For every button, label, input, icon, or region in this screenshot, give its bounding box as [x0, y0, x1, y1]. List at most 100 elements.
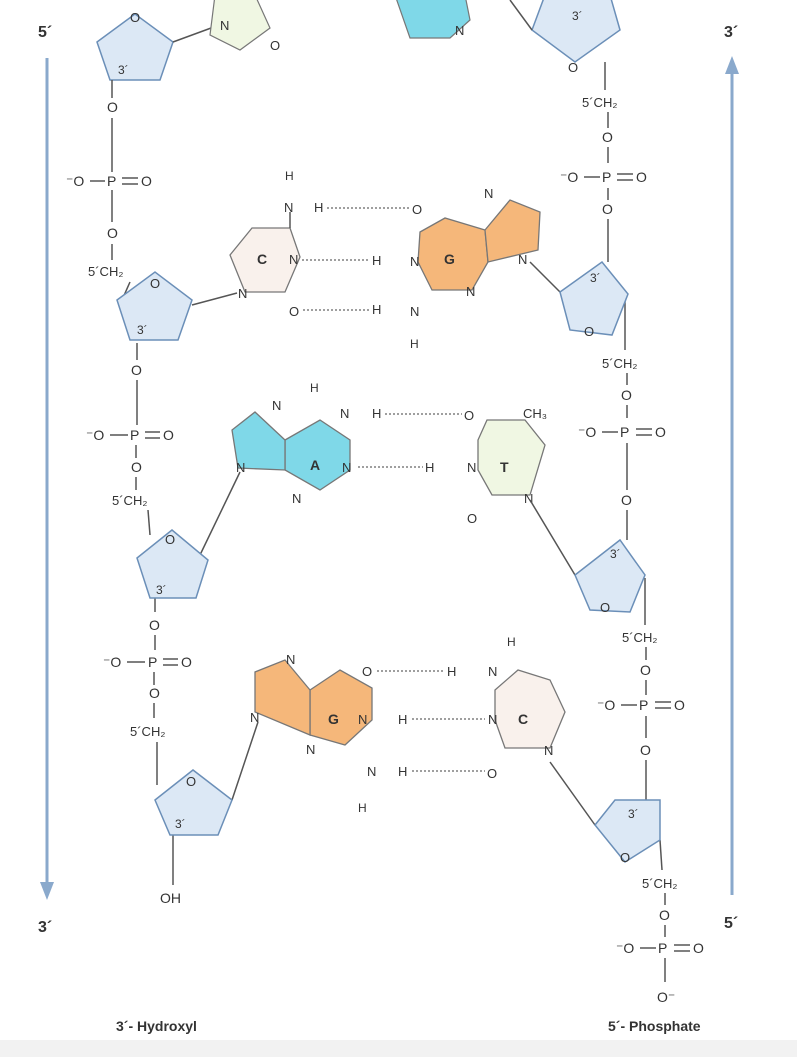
atom-n: N — [488, 664, 497, 679]
phosphate-o-minus: ⁻O — [560, 169, 578, 185]
phosphorus: P — [639, 697, 648, 713]
base-pair-g-c: G N N N N O N H H H H C N N H O N O 3´ 3… — [154, 635, 661, 865]
ring-oxygen: O — [150, 276, 160, 291]
atom-n: N — [236, 460, 245, 475]
sugar-3prime: 3´ — [118, 63, 129, 77]
phosphorus: P — [130, 427, 139, 443]
atom-n: N — [284, 200, 293, 215]
ester-oxygen: O — [149, 685, 160, 701]
ester-oxygen: O — [149, 617, 160, 633]
ester-oxygen: O — [131, 362, 142, 378]
atom-h: H — [398, 764, 407, 779]
ester-oxygen: O — [621, 387, 632, 403]
phosphate-o-minus: ⁻O — [578, 424, 596, 440]
cytosine-ring — [494, 669, 566, 749]
phosphate-double-o: O — [141, 173, 152, 189]
guanine-ring — [309, 669, 373, 746]
atom-o: O — [412, 202, 422, 217]
left-5prime-end: 5´ — [38, 24, 52, 41]
atom-n: N — [488, 712, 497, 727]
right-5prime-end: 5´ — [724, 915, 738, 932]
caption-3prime-hydroxyl: 3´- Hydroxyl — [116, 1018, 197, 1034]
phosphorus: P — [658, 940, 667, 956]
ester-oxygen: O — [602, 129, 613, 145]
atom-o: O — [362, 664, 372, 679]
left-strand-arrow — [40, 58, 54, 900]
sugar-ring — [136, 529, 209, 599]
phosphate-double-o: O — [655, 424, 666, 440]
atom-h: H — [310, 381, 319, 395]
ring-oxygen: O — [130, 10, 140, 25]
phosphorus: P — [107, 173, 116, 189]
atom-n: N — [306, 742, 315, 757]
terminal-hydroxyl: OH — [160, 890, 181, 906]
atom-n: N — [455, 23, 464, 38]
atom-h: H — [358, 801, 367, 815]
phosphate-double-o: O — [674, 697, 685, 713]
phosphate-o-minus: ⁻O — [616, 940, 634, 956]
phosphate-double-o: O — [693, 940, 704, 956]
atom-h: H — [314, 200, 323, 215]
sugar-3prime: 3´ — [590, 271, 601, 285]
phosphate-double-o: O — [181, 654, 192, 670]
thymine-ring — [477, 419, 546, 496]
phosphate-o-minus: ⁻O — [66, 173, 84, 189]
atom-n: N — [220, 18, 229, 33]
atom-n: N — [292, 491, 301, 506]
atom-h: H — [507, 635, 516, 649]
bottom-strip — [0, 1040, 797, 1057]
atom-o: O — [289, 304, 299, 319]
methylene-5prime: 5´CH₂ — [112, 493, 147, 508]
phosphate-o-minus: ⁻O — [86, 427, 104, 443]
ester-oxygen: O — [640, 742, 651, 758]
ester-oxygen: O — [107, 225, 118, 241]
ester-oxygen: O — [621, 492, 632, 508]
base-letter-g: G — [444, 251, 455, 267]
atom-n: N — [467, 460, 476, 475]
ring-oxygen: O — [186, 774, 196, 789]
sugar-ring — [154, 769, 233, 836]
caption-5prime-phosphate: 5´- Phosphate — [608, 1018, 701, 1034]
sugar-3prime: 3´ — [572, 9, 583, 23]
left-backbone-1: O ⁻O P O O 5´CH₂ — [66, 80, 152, 301]
ester-oxygen: O — [640, 662, 651, 678]
atom-h: H — [372, 253, 381, 268]
base-letter-c: C — [518, 711, 528, 727]
atom-n: N — [286, 652, 295, 667]
atom-h: H — [398, 712, 407, 727]
atom-n: N — [358, 712, 367, 727]
cytosine-ring — [229, 227, 301, 293]
atom-n: N — [367, 764, 376, 779]
atom-n: N — [342, 460, 351, 475]
sugar-3prime: 3´ — [628, 807, 639, 821]
ring-oxygen: O — [584, 324, 594, 339]
atom-n: N — [272, 398, 281, 413]
atom-o: O — [487, 766, 497, 781]
right-3prime-end: 3´ — [724, 24, 738, 41]
base-letter-c: C — [257, 251, 267, 267]
left-3prime-end: 3´ — [38, 919, 52, 936]
atom-h: H — [372, 406, 381, 421]
atom-h: H — [410, 337, 419, 351]
sugar-ring — [116, 271, 193, 341]
methylene-5prime: 5´CH₂ — [88, 264, 123, 279]
atom-h: H — [372, 302, 381, 317]
phosphate-o-minus: ⁻O — [597, 697, 615, 713]
base-letter-t: T — [500, 459, 509, 475]
base-letter-a: A — [310, 457, 320, 473]
ester-oxygen: O — [131, 459, 142, 475]
ring-oxygen: O — [600, 600, 610, 615]
phosphate-o-minus: ⁻O — [103, 654, 121, 670]
atom-o: O — [464, 408, 474, 423]
ring-oxygen: O — [620, 850, 630, 865]
ester-oxygen: O — [659, 907, 670, 923]
sugar-ring — [559, 260, 629, 336]
atom-n: N — [238, 286, 247, 301]
right-strand-arrow — [725, 56, 739, 895]
left-backbone-3: O ⁻O P O O 5´CH₂ OH — [103, 598, 192, 906]
right-backbone-3: 5´CH₂ O ⁻O P O O — [597, 578, 685, 800]
right-backbone-1: 5´CH₂ O ⁻O P O O — [560, 62, 647, 262]
methylene-5prime: 5´CH₂ — [602, 356, 637, 371]
atom-n: N — [484, 186, 493, 201]
ester-oxygen: O — [107, 99, 118, 115]
